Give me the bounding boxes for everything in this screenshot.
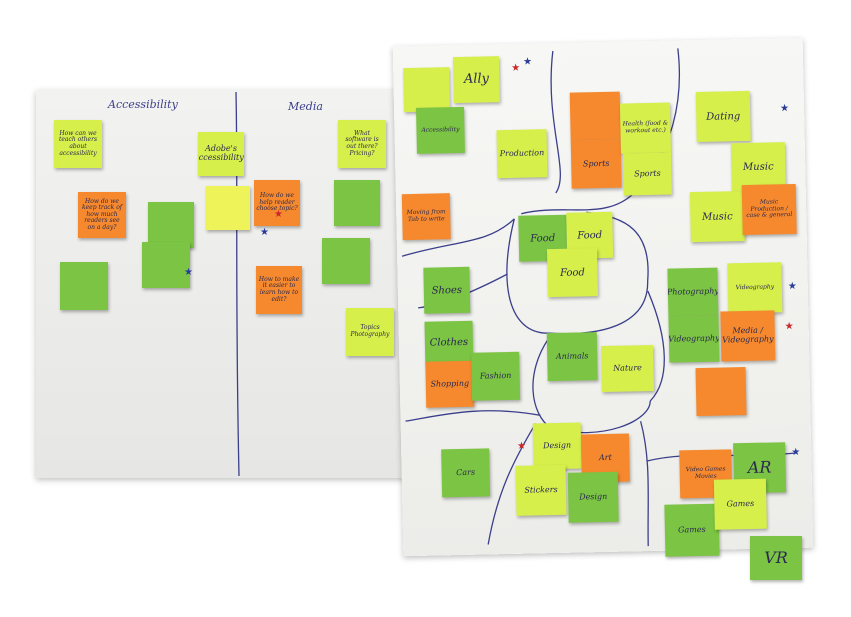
- right-poster-sheet: Ally Accessibility Production Sports Hea…: [392, 37, 814, 557]
- note-nature: Nature: [601, 344, 654, 393]
- red-star-icon: ★: [784, 321, 794, 333]
- left-poster-sheet: Accessibility Media How can we teach oth…: [36, 90, 436, 478]
- note-orange-right-mid: [695, 367, 747, 417]
- blue-star-icon: ★: [787, 280, 797, 293]
- note-green-right: [334, 180, 380, 226]
- note-top-lime: [403, 67, 451, 113]
- note-design-2: Design: [567, 471, 619, 523]
- note-food-3: Food: [546, 248, 598, 298]
- note-green-mid: [148, 202, 194, 248]
- note-moving: Moving from Tab to write: [401, 193, 451, 241]
- note-help-reader: How do we help reader choose topic?: [254, 180, 300, 226]
- blue-star-icon: ★: [522, 56, 533, 68]
- red-star-icon: ★: [516, 440, 527, 452]
- note-vr: VR: [750, 536, 802, 580]
- note-accessibility: Accessibility: [415, 106, 465, 154]
- note-design: Design: [532, 422, 582, 470]
- note-production: Production: [496, 129, 548, 179]
- note-green-low-right: [322, 238, 370, 284]
- note-music-production: Music Production / case & general: [741, 183, 797, 236]
- note-topics-photography: Topics Photography: [346, 308, 394, 356]
- note-music-2: Music: [689, 191, 745, 243]
- note-easier-edit: How to make it easier to learn how to ed…: [256, 266, 302, 314]
- note-green-low-left: [60, 262, 108, 310]
- note-what-software: What software is out there? Pricing?: [338, 120, 386, 168]
- note-photography: Photography: [667, 267, 719, 317]
- note-games: Games: [664, 503, 720, 557]
- note-yellow-mid: [206, 186, 250, 230]
- note-sports-2: Sports: [623, 152, 672, 196]
- note-media-videography: Media / Videography: [720, 310, 776, 362]
- header-accessibility: Accessibility: [108, 98, 178, 111]
- note-fashion: Fashion: [471, 351, 521, 401]
- note-animals: Animals: [546, 332, 598, 382]
- blue-star-icon: ★: [779, 103, 790, 115]
- blue-star-icon: ★: [791, 446, 801, 459]
- note-videography: Videography: [727, 262, 783, 314]
- note-ally: Ally: [452, 56, 500, 104]
- note-adobe-accessibility: Adobe's accessibility?: [198, 132, 244, 176]
- note-dating: Dating: [695, 90, 751, 143]
- blue-star-icon: ★: [184, 267, 193, 278]
- note-fitness: [569, 91, 621, 141]
- red-star-icon: ★: [274, 209, 283, 220]
- note-green-low-mid: [142, 242, 190, 288]
- note-cars: Cars: [441, 448, 491, 498]
- header-media: Media: [288, 100, 323, 113]
- note-shopping: Shopping: [425, 360, 475, 408]
- note-stickers: Stickers: [515, 464, 567, 516]
- blue-star-icon: ★: [260, 227, 269, 238]
- note-health: Health (food & workout etc.): [619, 102, 671, 154]
- note-keep-track: How do we keep track of how much readers…: [78, 192, 126, 238]
- note-games-2: Games: [713, 478, 767, 530]
- red-star-icon: ★: [511, 62, 521, 74]
- note-videography-2: Videography: [668, 315, 720, 363]
- note-teach-others: How can we teach others about accessibil…: [54, 120, 102, 168]
- note-clothes: Clothes: [424, 320, 474, 364]
- note-shoes: Shoes: [423, 266, 471, 314]
- note-sports: Sports: [570, 139, 622, 189]
